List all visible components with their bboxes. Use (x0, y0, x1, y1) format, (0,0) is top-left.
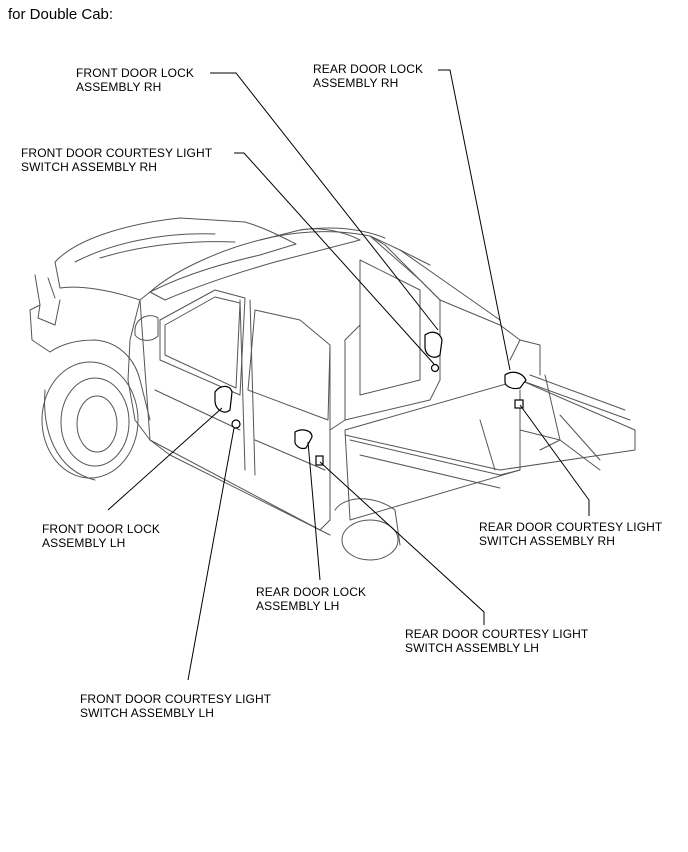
leader-front-courtesy-lh (187, 427, 235, 681)
truck-bed (344, 379, 636, 471)
front-courtesy-lh-part (231, 419, 241, 429)
front-wheel (41, 361, 139, 479)
front-door-window (159, 289, 246, 396)
leader-front-door-lock-rh (210, 72, 439, 331)
label-front-door-lock-rh: FRONT DOOR LOCK ASSEMBLY RH (76, 66, 194, 94)
leader-lines (107, 69, 590, 681)
leader-front-door-lock-lh (107, 407, 223, 511)
front-door-lock-rh-part (424, 331, 443, 358)
cab-rear (344, 235, 441, 421)
label-front-courtesy-lh: FRONT DOOR COURTESY LIGHT SWITCH ASSEMBL… (80, 692, 272, 720)
label-front-door-lock-lh: FRONT DOOR LOCK ASSEMBLY LH (42, 522, 160, 550)
leader-rear-door-lock-lh (307, 441, 321, 581)
side-mirror (134, 315, 159, 341)
rear-wheel-arch (334, 498, 401, 546)
label-rear-courtesy-rh: REAR DOOR COURTESY LIGHT SWITCH ASSEMBLY… (479, 520, 663, 548)
rear-courtesy-lh-part (315, 455, 324, 466)
label-rear-door-lock-rh: REAR DOOR LOCK ASSEMBLY RH (313, 62, 424, 90)
roof-line (259, 231, 431, 266)
diagram-title: for Double Cab: (8, 6, 114, 23)
label-front-courtesy-rh: FRONT DOOR COURTESY LIGHT SWITCH ASSEMBL… (21, 146, 213, 174)
rear-door-lock-lh-part (294, 429, 313, 450)
front-courtesy-rh-part (430, 363, 440, 373)
front-fender (49, 339, 151, 421)
leader-rear-courtesy-lh (319, 461, 485, 625)
front-door-lock-lh-part (214, 385, 233, 413)
hood-outline (54, 217, 297, 301)
label-rear-courtesy-lh: REAR DOOR COURTESY LIGHT SWITCH ASSEMBLY… (405, 627, 589, 655)
leader-rear-door-lock-rh (438, 69, 511, 371)
front-bumper (34, 274, 61, 326)
leader-rear-courtesy-rh (519, 404, 590, 516)
rear-door-lock-rh-part (504, 371, 527, 390)
label-rear-door-lock-lh: REAR DOOR LOCK ASSEMBLY LH (256, 585, 367, 613)
rear-courtesy-rh-part (514, 399, 524, 409)
cab-body (127, 299, 361, 531)
windshield (149, 228, 361, 301)
leader-front-courtesy-rh (234, 152, 435, 365)
rear-door-window (247, 309, 331, 421)
